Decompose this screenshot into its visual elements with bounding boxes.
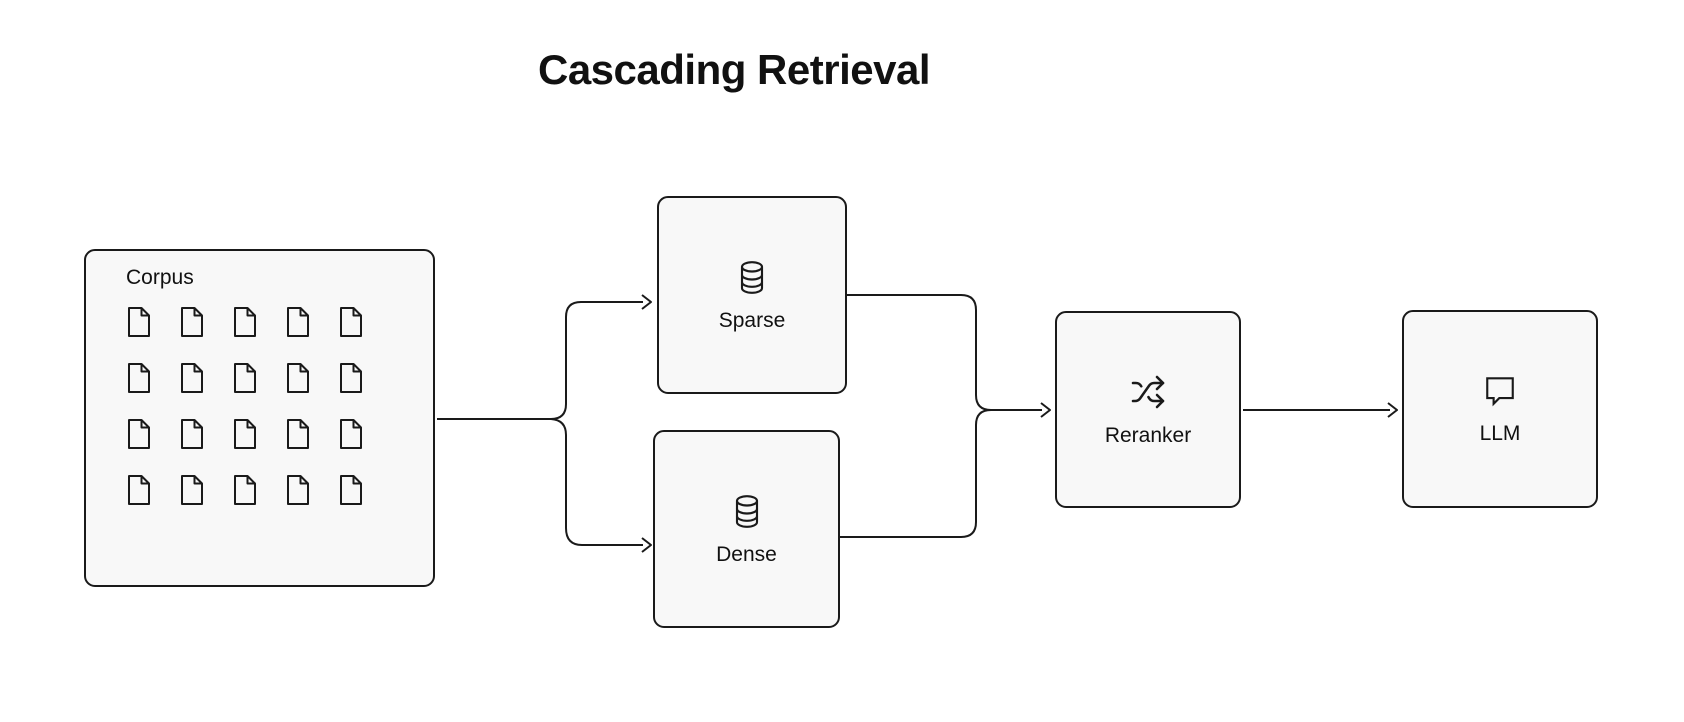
arrowhead-into-sparse: [641, 294, 652, 310]
document-icon: [128, 419, 150, 449]
node-label-reranker: Reranker: [1104, 423, 1192, 447]
edge-corpus-to-dense: [550, 418, 643, 546]
diagram-title: Cascading Retrieval: [537, 46, 931, 93]
node-label-dense: Dense: [716, 542, 777, 566]
chat-bubble-icon: [1486, 377, 1514, 407]
node-llm: LLM: [1402, 310, 1598, 508]
document-icon: [234, 419, 256, 449]
node-dense: Dense: [653, 430, 840, 628]
document-icon: [181, 307, 203, 337]
document-icon: [234, 363, 256, 393]
document-icon: [340, 307, 362, 337]
document-icon: [181, 475, 203, 505]
document-icon: [340, 419, 362, 449]
document-icon: [128, 475, 150, 505]
database-icon: [735, 494, 758, 528]
shuffle-icon: [1131, 375, 1165, 408]
node-label-sparse: Sparse: [718, 308, 786, 332]
document-icon: [287, 419, 309, 449]
document-icon: [181, 363, 203, 393]
edge-corpus-to-sparse: [437, 301, 643, 420]
corpus-label: Corpus: [126, 266, 194, 289]
document-icon: [128, 307, 150, 337]
arrowhead-into-llm: [1387, 402, 1398, 418]
arrowhead-into-dense: [641, 537, 652, 553]
database-icon: [740, 260, 764, 294]
document-icon: [287, 363, 309, 393]
document-icon: [287, 475, 309, 505]
document-icon: [287, 307, 309, 337]
edge-dense-to-reranker: [840, 409, 992, 538]
document-icon: [234, 307, 256, 337]
document-icon: [234, 475, 256, 505]
edge-sparse-to-reranker: [847, 294, 1042, 411]
document-icon: [181, 419, 203, 449]
document-icon: [340, 475, 362, 505]
arrowhead-into-reranker: [1040, 402, 1051, 418]
corpus-document-grid: [126, 306, 364, 506]
node-reranker: Reranker: [1055, 311, 1241, 508]
node-label-llm: LLM: [1479, 422, 1521, 445]
document-icon: [340, 363, 362, 393]
document-icon: [128, 363, 150, 393]
node-corpus: Corpus: [84, 249, 435, 587]
node-sparse: Sparse: [657, 196, 847, 394]
